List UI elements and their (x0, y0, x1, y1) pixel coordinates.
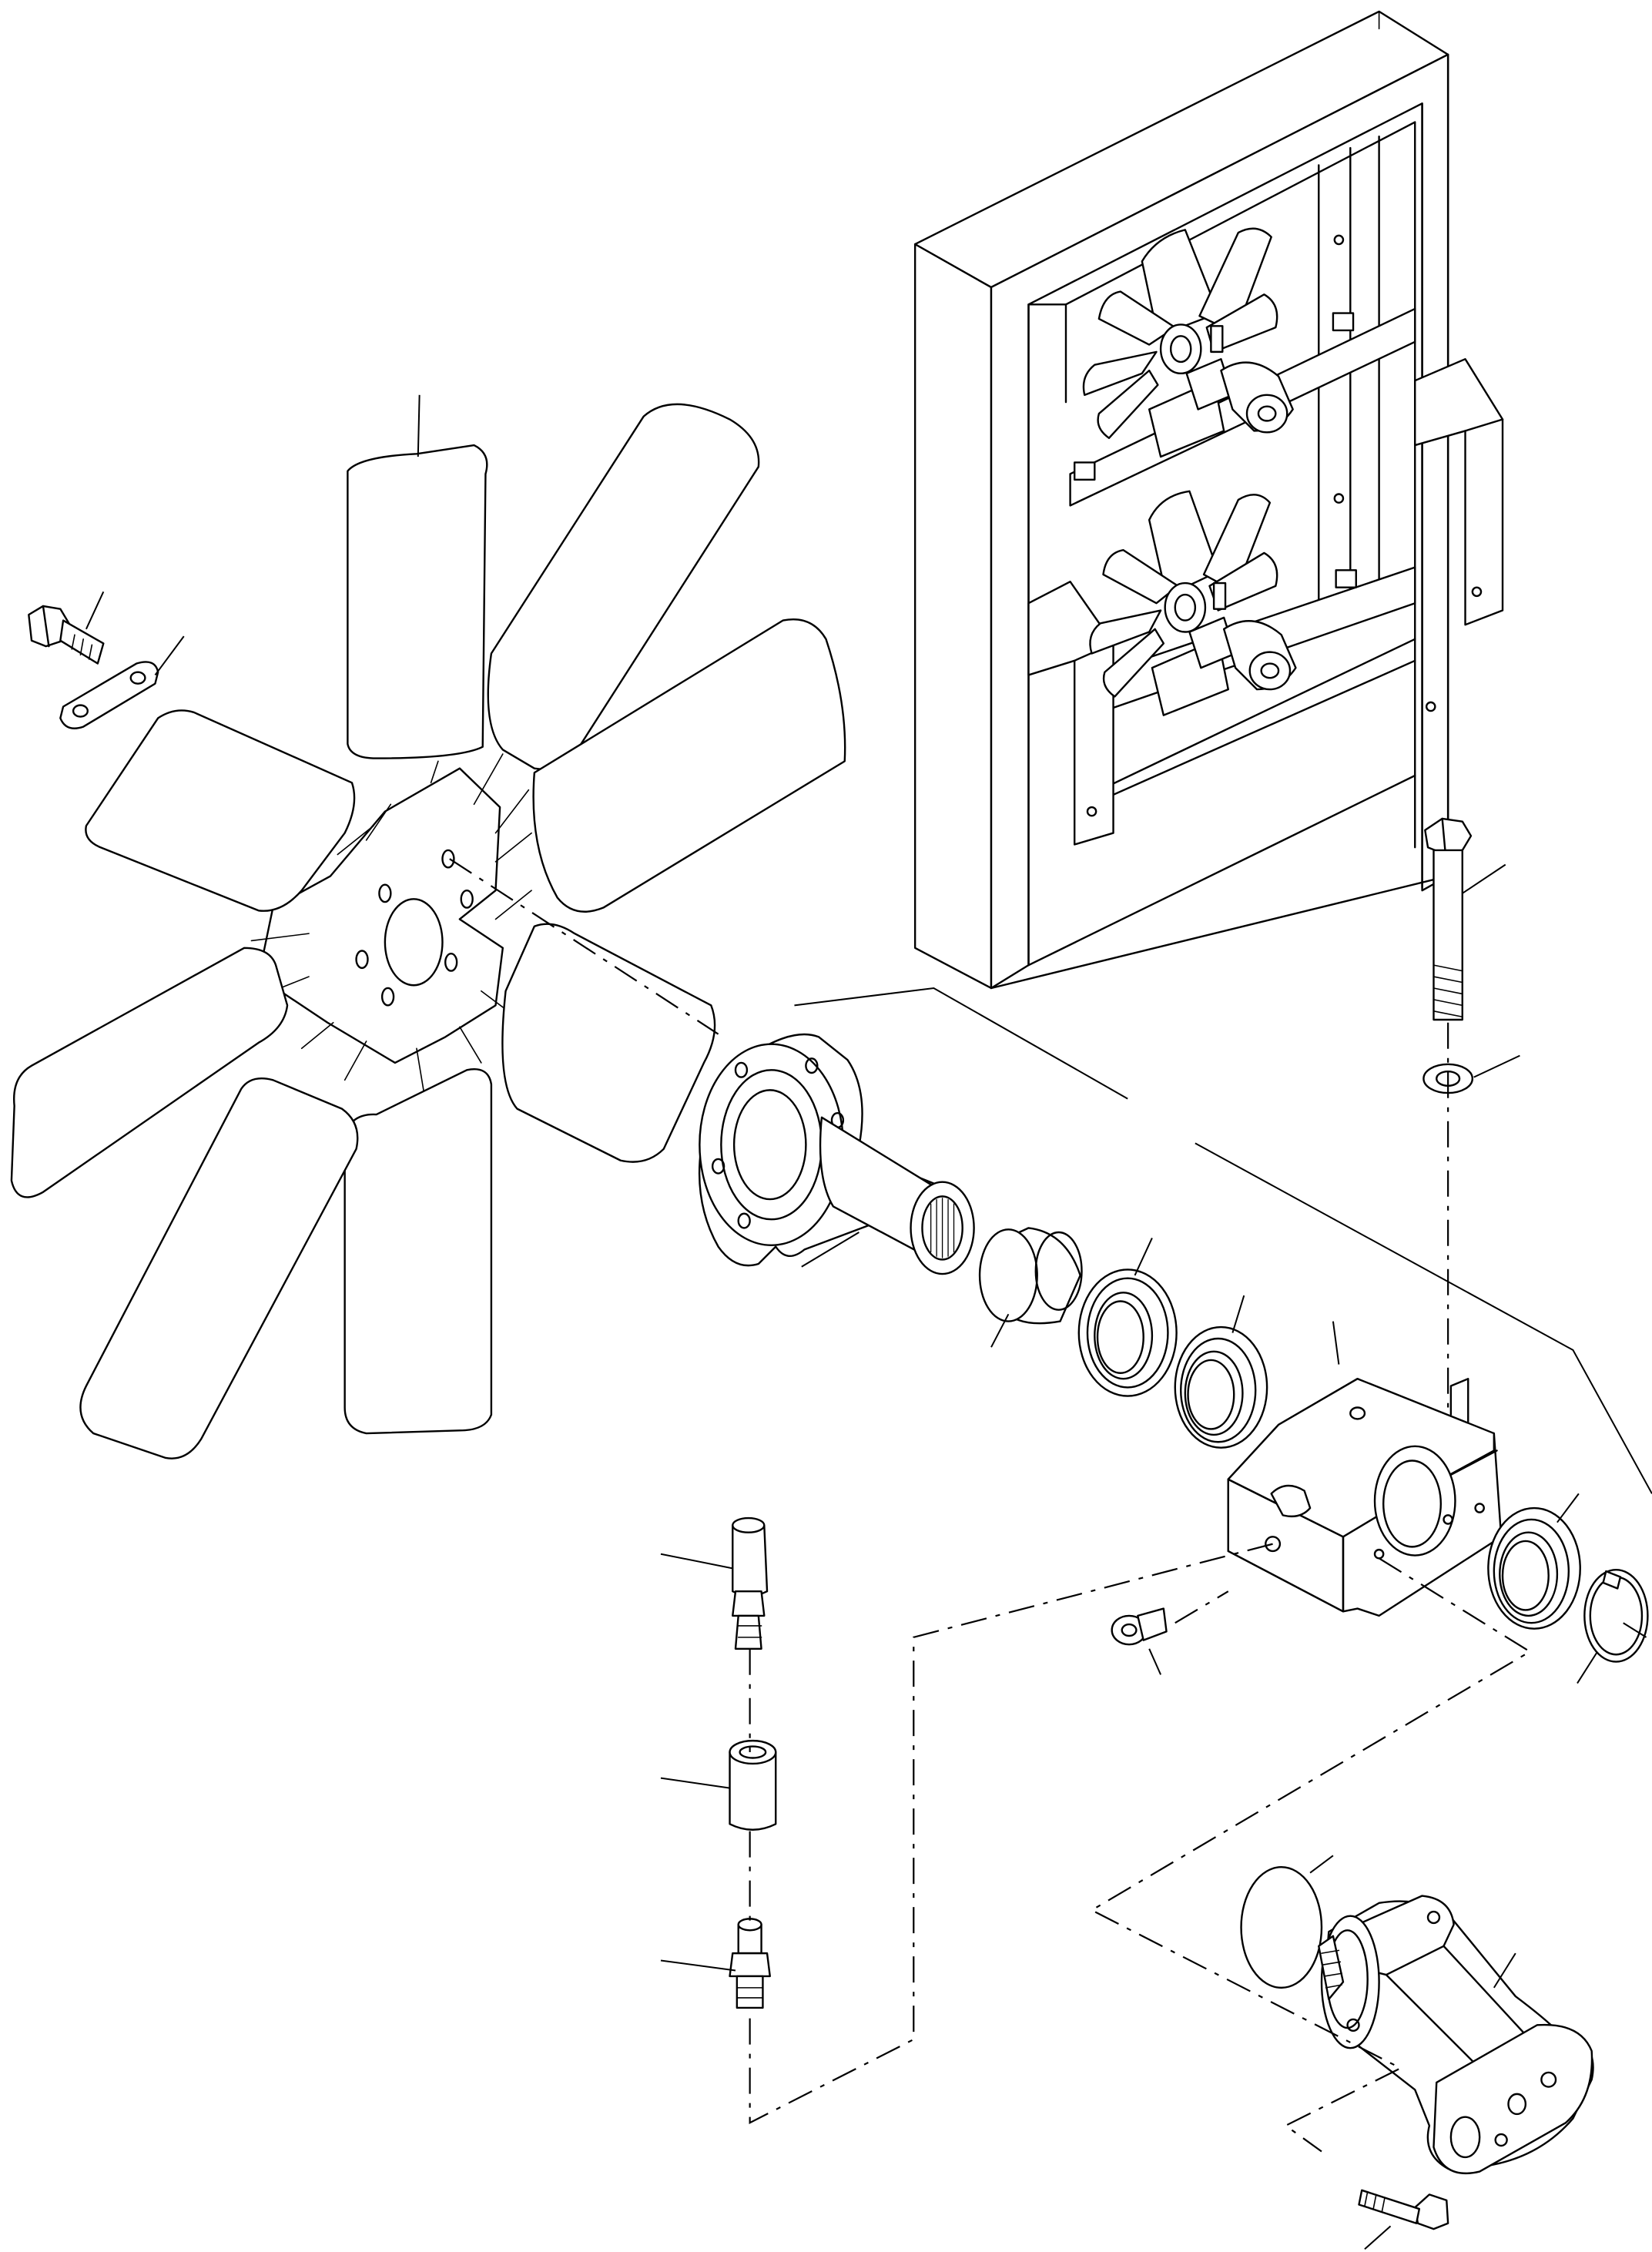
bearing-rear (1488, 1508, 1580, 1629)
upper-mini-fan (1084, 229, 1293, 457)
grease-plug (1112, 1609, 1167, 1645)
hex-bolt-small-left (28, 606, 103, 664)
fan-hub-shaft (699, 1034, 974, 1274)
bearing-inner (1175, 1327, 1267, 1448)
grease-fitting-bottom (730, 1919, 770, 2008)
bushing (980, 1228, 1081, 1323)
hydraulic-motor (1319, 1896, 1593, 2173)
radiator-frame-assembly (915, 12, 1503, 988)
grease-fitting-top (732, 1518, 767, 1649)
bearing-outer (1079, 1269, 1177, 1396)
assembly-centerlines (450, 859, 1530, 2151)
lock-plate (60, 662, 158, 728)
spacer-tube (730, 1741, 776, 1830)
fan-blade-assembly (12, 404, 845, 1459)
o-ring (1242, 1867, 1322, 1988)
leader-lines (86, 395, 1647, 2249)
bearing-housing-block (1228, 1379, 1501, 1616)
assembly-bracket-lines (794, 988, 1652, 1493)
motor-bolt (1359, 2190, 1448, 2229)
hex-bolt-long (1425, 819, 1471, 1020)
lower-mini-fan (1090, 491, 1295, 715)
snap-ring (1584, 1570, 1647, 1661)
